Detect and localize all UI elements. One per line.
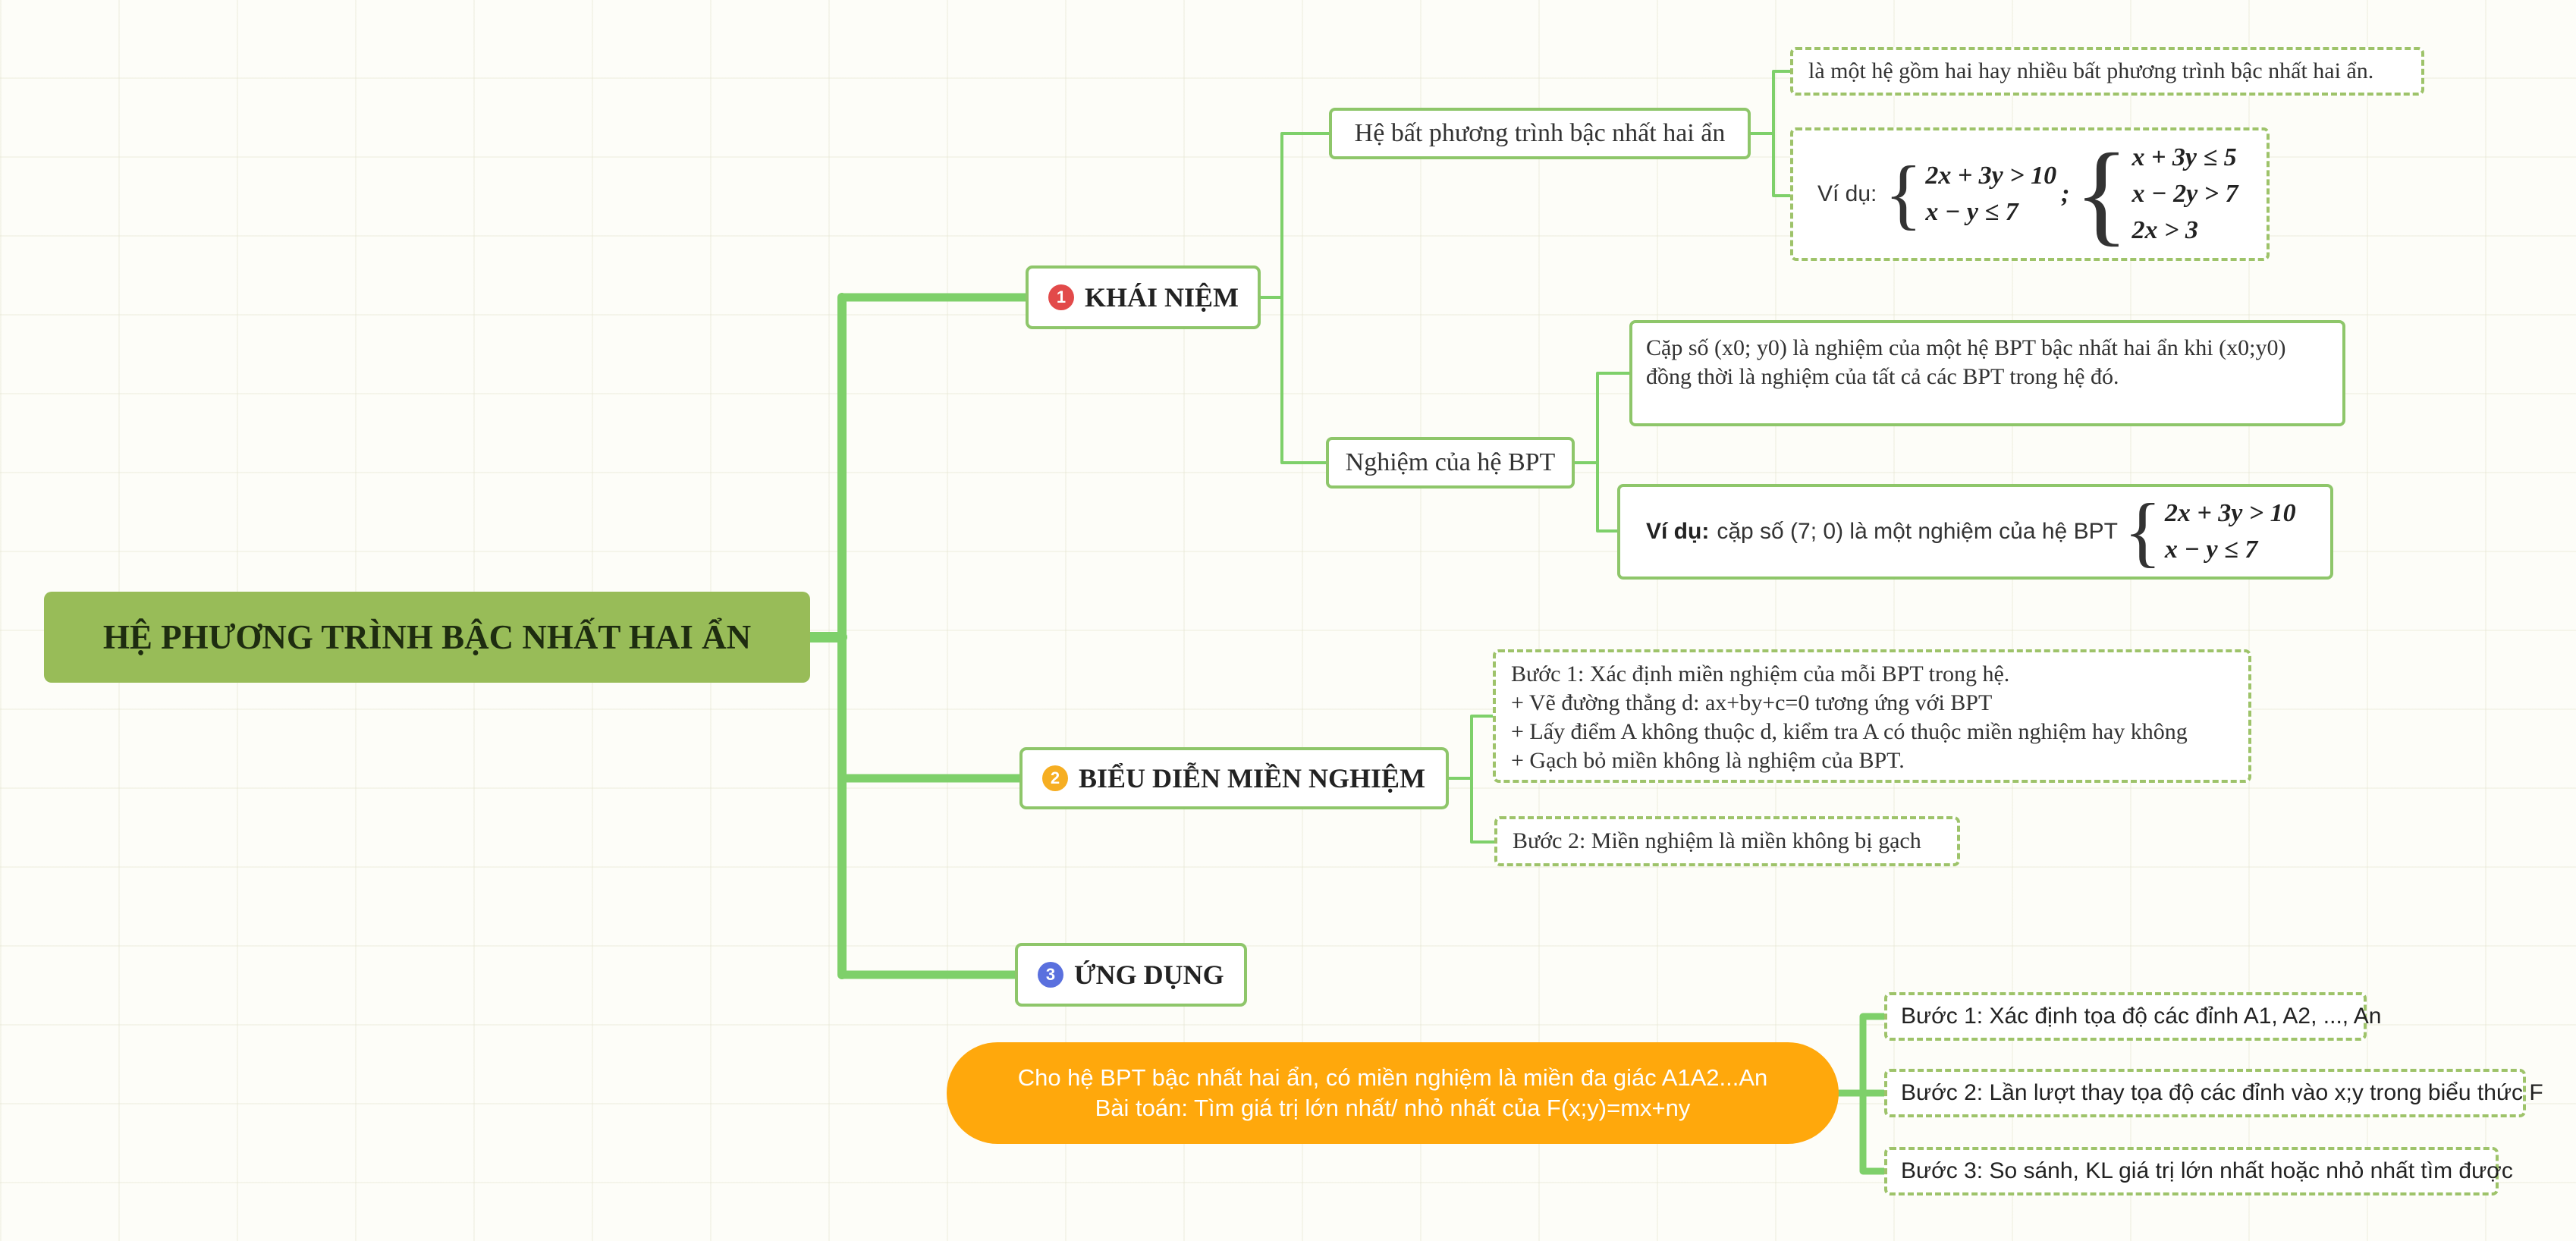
branch-khai-niem-label: KHÁI NIỆM bbox=[1085, 282, 1239, 313]
he-bpt-connector bbox=[1749, 70, 1792, 197]
branch-ung-dung[interactable]: 3 ỨNG DỤNG bbox=[1015, 943, 1247, 1007]
left-brace-icon: { bbox=[2074, 130, 2129, 257]
nghiem-connector bbox=[1573, 372, 1631, 533]
system-2-row: 2x > 3 bbox=[2131, 216, 2198, 244]
bd-connector bbox=[1447, 715, 1496, 844]
nghiem-example-label: Ví dụ: bbox=[1646, 519, 1710, 544]
step-1-line: Bước 1: Xác định miền nghiệm của mỗi BPT… bbox=[1511, 661, 2010, 686]
branch-ung-dung-label: ỨNG DỤNG bbox=[1074, 960, 1224, 990]
he-bpt-example[interactable]: Ví dụ: { 2x + 3y > 10 x − y ≤ 7 ; { x + … bbox=[1790, 127, 2270, 261]
number-badge-1: 1 bbox=[1048, 284, 1074, 310]
number-badge-2: 2 bbox=[1042, 765, 1068, 791]
he-bpt-definition[interactable]: là một hệ gồm hai hay nhiều bất phương t… bbox=[1790, 47, 2424, 96]
nghiem-definition-line: đồng thời là nghiệm của tất cả các BPT t… bbox=[1646, 364, 2119, 389]
application-step-text: Bước 3: So sánh, KL giá trị lớn nhất hoặ… bbox=[1901, 1158, 2513, 1183]
step-1-line: + Gạch bỏ miền không là nghiệm của BPT. bbox=[1511, 748, 1905, 773]
system-separator: ; bbox=[2061, 180, 2070, 208]
system-2-row: x + 3y ≤ 5 bbox=[2131, 143, 2237, 171]
nghiem-system-row: 2x + 3y > 10 bbox=[2164, 499, 2296, 527]
application-problem[interactable]: Cho hệ BPT bậc nhất hai ẩn, có miền nghi… bbox=[947, 1042, 1839, 1144]
left-brace-icon: { bbox=[1884, 149, 1923, 237]
nghiem-system-row: x − y ≤ 7 bbox=[2164, 536, 2258, 564]
nghiem-system: 2x + 3y > 10 x − y ≤ 7 bbox=[2165, 495, 2296, 568]
problem-line: Bài toán: Tìm giá trị lớn nhất/ nhỏ nhất… bbox=[1095, 1095, 1691, 1121]
left-brace-icon: { bbox=[2123, 487, 2162, 575]
number-badge-3: 3 bbox=[1038, 962, 1063, 988]
system-1-row: 2x + 3y > 10 bbox=[1925, 162, 2057, 190]
he-bpt-example-label: Ví dụ: bbox=[1817, 181, 1877, 206]
root-topic[interactable]: HỆ PHƯƠNG TRÌNH BẬC NHẤT HAI ẨN bbox=[44, 592, 810, 683]
application-step-3[interactable]: Bước 3: So sánh, KL giá trị lớn nhất hoặ… bbox=[1884, 1147, 2513, 1195]
nghiem-example-text: cặp số (7; 0) là một nghiệm của hệ BPT bbox=[1717, 519, 2118, 544]
application-step-text: Bước 1: Xác định tọa độ các đỉnh A1, A2,… bbox=[1901, 1004, 2382, 1029]
ud-connector bbox=[1835, 1013, 1888, 1175]
nghiem-definition[interactable]: Cặp số (x0; y0) là nghiệm của một hệ BPT… bbox=[1629, 320, 2345, 426]
topic-nghiem[interactable]: Nghiệm của hệ BPT bbox=[1326, 437, 1575, 489]
system-1: 2x + 3y > 10 x − y ≤ 7 bbox=[1925, 158, 2056, 231]
problem-line: Cho hệ BPT bậc nhất hai ẩn, có miền nghi… bbox=[1017, 1064, 1768, 1091]
root-title: HỆ PHƯƠNG TRÌNH BẬC NHẤT HAI ẨN bbox=[102, 618, 752, 656]
application-step-text: Bước 2: Lần lượt thay tọa độ các đỉnh và… bbox=[1901, 1080, 2543, 1105]
bieu-dien-step-2[interactable]: Bước 2: Miền nghiệm là miền không bị gạc… bbox=[1494, 816, 1960, 866]
branch-bieu-dien-label: BIỂU DIỄN MIỀN NGHIỆM bbox=[1079, 763, 1426, 793]
branch-bieu-dien[interactable]: 2 BIỂU DIỄN MIỀN NGHIỆM bbox=[1019, 747, 1449, 809]
topic-nghiem-label: Nghiệm của hệ BPT bbox=[1345, 448, 1556, 476]
system-1-row: x − y ≤ 7 bbox=[1925, 198, 2018, 226]
step-1-line: + Lấy điểm A không thuộc d, kiểm tra A c… bbox=[1511, 719, 2188, 744]
topic-he-bpt-label: Hệ bất phương trình bậc nhất hai ẩn bbox=[1354, 119, 1726, 147]
system-2-row: x − 2y > 7 bbox=[2131, 180, 2238, 208]
application-step-2[interactable]: Bước 2: Lần lượt thay tọa độ các đỉnh và… bbox=[1884, 1069, 2543, 1117]
step-2-text: Bước 2: Miền nghiệm là miền không bị gạc… bbox=[1513, 828, 1921, 853]
nghiem-definition-line: Cặp số (x0; y0) là nghiệm của một hệ BPT… bbox=[1646, 335, 2286, 360]
bieu-dien-step-1[interactable]: Bước 1: Xác định miền nghiệm của mỗi BPT… bbox=[1493, 649, 2251, 783]
nghiem-example[interactable]: Ví dụ: cặp số (7; 0) là một nghiệm của h… bbox=[1617, 484, 2333, 580]
kn-connector bbox=[1259, 132, 1330, 464]
step-1-line: + Vẽ đường thẳng d: ax+by+c=0 tương ứng … bbox=[1511, 690, 1993, 715]
application-step-1[interactable]: Bước 1: Xác định tọa độ các đỉnh A1, A2,… bbox=[1884, 992, 2382, 1041]
branch-khai-niem[interactable]: 1 KHÁI NIỆM bbox=[1026, 265, 1261, 329]
system-2: x + 3y ≤ 5 x − 2y > 7 2x > 3 bbox=[2131, 140, 2238, 249]
he-bpt-definition-text: là một hệ gồm hai hay nhiều bất phương t… bbox=[1808, 58, 2374, 83]
topic-he-bpt[interactable]: Hệ bất phương trình bậc nhất hai ẩn bbox=[1329, 108, 1751, 159]
